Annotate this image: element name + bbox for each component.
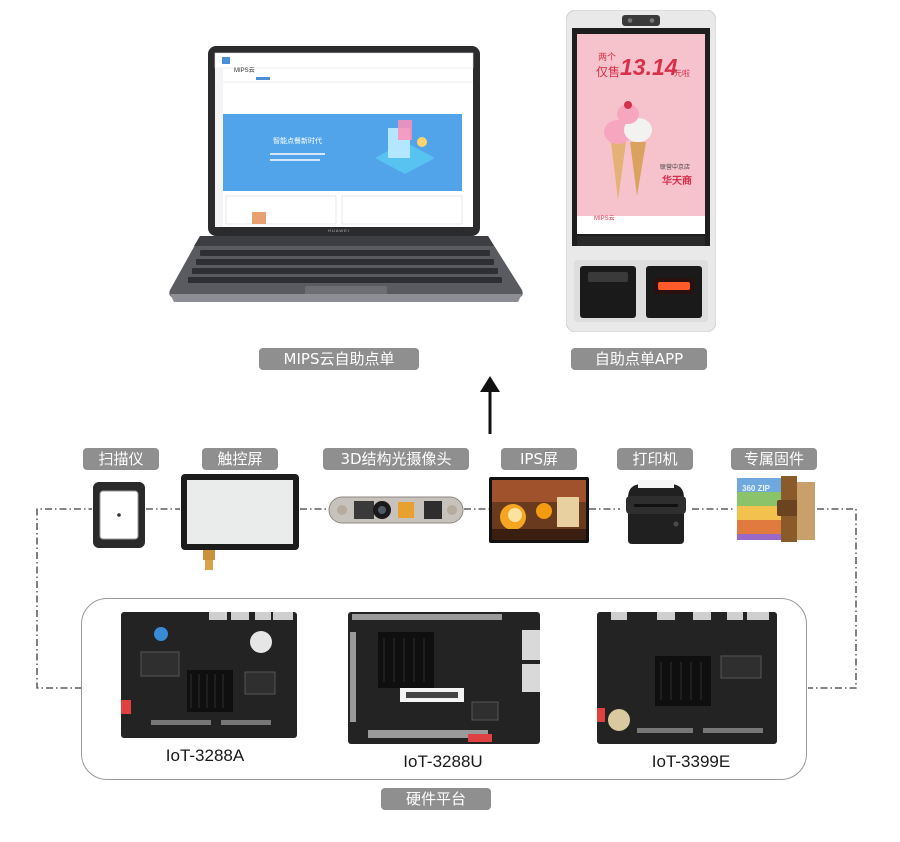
board-iot-3288a-icon bbox=[121, 612, 297, 738]
scanner-icon bbox=[93, 482, 145, 548]
board-iot-3399e-icon bbox=[597, 612, 777, 744]
board-label-iot-3399e: IoT-3399E bbox=[651, 752, 731, 771]
kiosk-price: 13.14 bbox=[620, 54, 678, 80]
hardware-platform-label: 硬件平台 bbox=[381, 788, 491, 810]
laptop-logo-text: MIPS云 bbox=[234, 68, 255, 74]
module-label-firmware: 专属固件 bbox=[731, 448, 817, 470]
firmware-box-text: 360 ZIP bbox=[742, 484, 771, 493]
module-label-touchscreen: 触控屏 bbox=[202, 448, 278, 470]
kiosk-price-prefix2: 仅售 bbox=[596, 65, 621, 79]
firmware-box-icon: 360 ZIP bbox=[733, 474, 817, 544]
board-label-iot-3288u: IoT-3288U bbox=[403, 752, 483, 771]
kiosk-footer-logo: MIPS云 bbox=[594, 216, 615, 222]
kiosk-promo-small: 联营中京店 bbox=[660, 165, 691, 171]
self-service-kiosk-icon bbox=[565, 9, 717, 333]
up-arrow-icon bbox=[480, 376, 500, 434]
kiosk-price-prefix: 两个 bbox=[598, 52, 617, 62]
module-label-3d-camera: 3D结构光摄像头 bbox=[323, 448, 469, 470]
isometric-shop-graphic bbox=[375, 120, 435, 174]
laptop-icon bbox=[169, 46, 523, 302]
laptop-illustration: MIPS云 智能点餐新时代 HUAWEI bbox=[160, 42, 532, 304]
printer-icon bbox=[626, 480, 686, 544]
kiosk-illustration: 两个 仅售 13.14 元啦 联营中京店 华天商 MIPS云 bbox=[565, 9, 717, 333]
laptop-banner-title: 智能点餐新时代 bbox=[273, 138, 322, 145]
hardware-platform-frame bbox=[81, 598, 807, 780]
ice-cream-graphic bbox=[604, 101, 652, 200]
ordering-app-label: 自助点单APP bbox=[571, 348, 707, 370]
cloud-ordering-label: MIPS云自助点单 bbox=[259, 348, 419, 370]
module-label-ips: IPS屏 bbox=[501, 448, 577, 470]
kiosk-promo-brand: 华天商 bbox=[662, 176, 692, 187]
board-label-iot-3288a: IoT-3288A bbox=[165, 746, 245, 765]
touch-panel-icon bbox=[181, 474, 299, 570]
module-label-printer: 打印机 bbox=[617, 448, 693, 470]
laptop-brand-text: HUAWEI bbox=[328, 228, 350, 233]
kiosk-price-unit: 元啦 bbox=[674, 69, 690, 78]
ips-display-icon bbox=[489, 477, 589, 543]
module-label-scanner: 扫描仪 bbox=[83, 448, 159, 470]
3d-camera-icon bbox=[328, 496, 464, 524]
board-iot-3288u-icon bbox=[348, 612, 540, 744]
